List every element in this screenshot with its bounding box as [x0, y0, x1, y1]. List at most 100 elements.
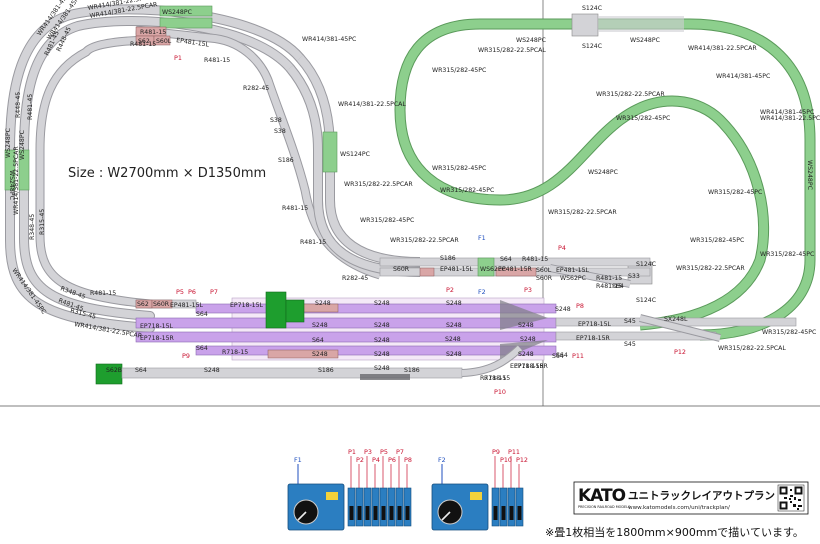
track-label: WR414/381-45PC	[716, 73, 770, 80]
track-label: S60R	[153, 301, 170, 308]
track-label: EP718-15L	[578, 321, 612, 328]
track-label: S248	[446, 351, 462, 358]
track-label: S248	[315, 300, 331, 307]
track-label: R481-15	[90, 290, 116, 297]
feeder-label: P1	[174, 54, 182, 62]
track-label: S64	[500, 256, 512, 263]
track-label: S33	[628, 273, 640, 280]
track-label: S248	[374, 337, 390, 344]
switch-lever-icon[interactable]	[493, 506, 498, 520]
track-label: S248	[374, 365, 390, 372]
switch-lever-icon[interactable]	[517, 506, 522, 520]
track-label: S248	[374, 322, 390, 329]
station-yard	[95, 291, 797, 385]
feeder-label: P2	[446, 286, 454, 294]
switch-label: P7	[396, 448, 404, 456]
track-label: R481-15	[300, 239, 326, 246]
feeder-label: P5	[176, 288, 184, 296]
track-label: R348-45	[29, 214, 36, 240]
track-label: WR414/381-22.5PCAR	[688, 45, 757, 52]
brand-url[interactable]: www.katomodels.com/uni/trackplan/	[628, 505, 730, 511]
switch-label: P8	[404, 456, 412, 464]
feeder-label: F1	[478, 234, 486, 242]
track-label: S64	[135, 367, 147, 374]
track-label: S248	[374, 351, 390, 358]
track-label: EP718-15R	[140, 335, 175, 342]
switch-lever-icon[interactable]	[405, 506, 410, 520]
track-label: WR414/381-45PC	[760, 109, 814, 116]
left-loop-track	[4, 4, 305, 333]
brand-logo: KATO	[578, 486, 626, 506]
switch-lever-icon[interactable]	[381, 506, 386, 520]
track-label: S60R	[393, 266, 410, 273]
track-label: WR315/282-22.5PCAR	[344, 181, 413, 188]
track-label: S124C	[636, 261, 656, 268]
track-label: WR315/282-22.5PCAL	[478, 47, 546, 54]
track-label: S248	[204, 367, 220, 374]
switch-label: P11	[508, 448, 520, 456]
track-label: WR315/282-45PC	[440, 187, 494, 194]
track-label: WR315/282-22.5PCAR	[390, 237, 459, 244]
track-label: R481-15	[522, 256, 548, 263]
track-label: EP481-15L	[170, 302, 204, 309]
track-label: WR315/282-45PC	[690, 237, 744, 244]
track-label: WS124PC	[340, 151, 370, 158]
track-label: S248	[518, 322, 534, 329]
track-label: R481-15	[130, 41, 156, 48]
feeder-label: P4	[558, 244, 566, 252]
switch-lever-icon[interactable]	[389, 506, 394, 520]
feeder-label: P6	[188, 288, 196, 296]
switch-lever-icon[interactable]	[509, 506, 514, 520]
track-label: R718-15	[480, 375, 506, 382]
track-label: S62	[137, 301, 149, 308]
track-label: S248	[446, 322, 462, 329]
switch-lever-icon[interactable]	[501, 506, 506, 520]
track-label: WR315/282-45PC	[616, 115, 670, 122]
track-label: S124C	[582, 43, 602, 50]
layout-size-label: Size : W2700mm × D1350mm	[68, 166, 266, 181]
switch-lever-icon[interactable]	[373, 506, 378, 520]
track-label: S60R	[536, 275, 553, 282]
track-label: WS248PC	[588, 169, 618, 176]
switch-lever-icon[interactable]	[397, 506, 402, 520]
track-label: R718-15	[222, 349, 248, 356]
track-label: WR315/282-22.5PCAL	[718, 345, 786, 352]
switch-lever-icon[interactable]	[357, 506, 362, 520]
switch-label: P12	[516, 456, 528, 464]
track-label: S60L	[156, 38, 172, 45]
track-label: WS62PC	[480, 266, 506, 273]
track-label: WR414/381-45PC	[302, 36, 356, 43]
track-label: EP481-15L	[440, 266, 474, 273]
track-label: S248	[555, 306, 571, 313]
controller-label: F2	[438, 456, 446, 464]
brand-title: ユニトラックレイアウトプラン	[628, 489, 775, 502]
track-label: WR315/282-45PC	[708, 189, 762, 196]
track-label: SX248L	[664, 316, 688, 323]
track-label: S186	[318, 367, 334, 374]
switch-lever-icon[interactable]	[365, 506, 370, 520]
switch-label: P6	[388, 456, 396, 464]
track-label: EP718-15R	[514, 363, 549, 370]
track-label: WR414/381-22.5PCAR	[13, 146, 20, 215]
brand-logo-sub: PRECISION RAILROAD MODELS	[578, 505, 630, 509]
track-label: WR315/282-45PC	[760, 251, 814, 258]
switch-label: P10	[500, 456, 512, 464]
switch-lever-icon[interactable]	[349, 506, 354, 520]
track-label: WR414/381-22.5PCAL	[338, 101, 406, 108]
track-label: S248	[312, 351, 328, 358]
track-label: EP481-15L	[556, 267, 590, 274]
track-label: R481-15	[140, 29, 166, 36]
track-label: WR315/282-45PC	[762, 329, 816, 336]
track-label: S124C	[582, 5, 602, 12]
feeder-label: F2	[478, 288, 486, 296]
track-label: R481-15	[204, 57, 230, 64]
track-label: EP718-15R	[510, 363, 545, 370]
qr-code-icon	[777, 484, 805, 512]
track-label: S248	[312, 322, 328, 329]
feeder-label: P8	[576, 302, 584, 310]
feeder-label: P3	[524, 286, 532, 294]
track-label: S45	[624, 318, 636, 325]
